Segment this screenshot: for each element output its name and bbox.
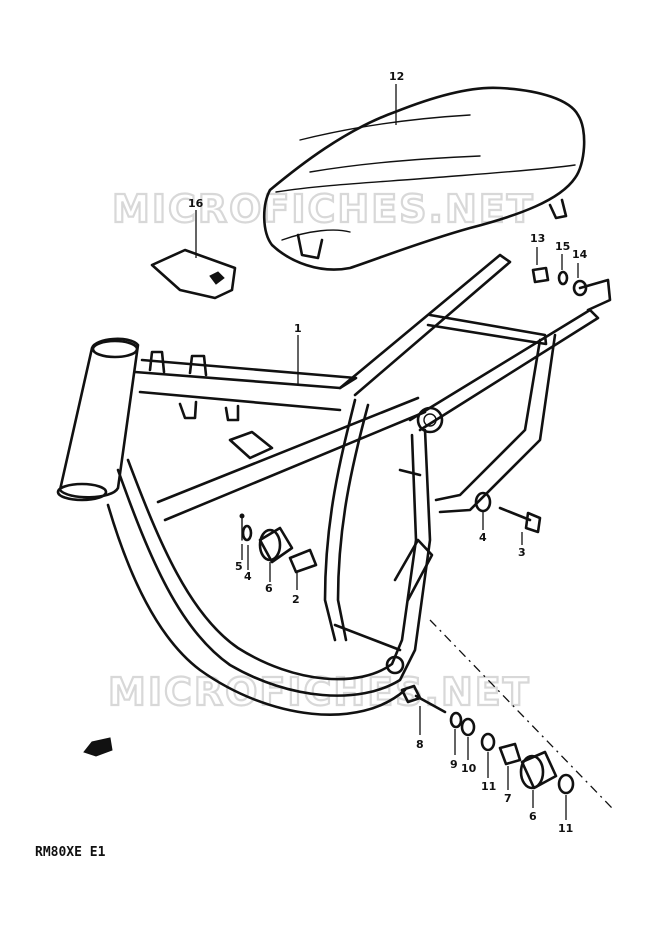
callout-3: 3 <box>518 546 526 559</box>
callout-12: 12 <box>389 70 404 83</box>
callout-15: 15 <box>555 240 570 253</box>
callout-6-bottom: 6 <box>529 810 537 823</box>
callout-11-left: 11 <box>481 780 496 793</box>
callout-2: 2 <box>292 593 300 606</box>
watermark-bottom: MICROFICHES.NET <box>108 670 531 714</box>
callouts: 12 16 1 13 15 14 4 3 5 4 6 2 8 9 10 11 7… <box>188 70 588 835</box>
hardware <box>239 266 588 795</box>
callout-8: 8 <box>416 738 424 751</box>
callout-4-right: 4 <box>479 531 487 544</box>
callout-9: 9 <box>450 758 458 771</box>
callout-13: 13 <box>530 232 545 245</box>
frame <box>56 253 612 716</box>
callout-6-left: 6 <box>265 582 273 595</box>
leader-lines <box>195 84 579 820</box>
callout-7: 7 <box>504 792 512 805</box>
front-arrow-icon <box>83 737 113 757</box>
callout-14: 14 <box>572 248 588 261</box>
seat-pad <box>150 248 237 300</box>
callout-10: 10 <box>461 762 477 775</box>
callout-5: 5 <box>235 560 243 573</box>
watermark-top: MICROFICHES.NET <box>112 187 535 231</box>
callout-16: 16 <box>188 197 204 210</box>
callout-11-right: 11 <box>558 822 573 835</box>
assembly-leader <box>429 619 613 809</box>
seat <box>262 86 586 271</box>
callout-4-left: 4 <box>244 570 252 583</box>
model-code: RM80XE E1 <box>35 845 106 860</box>
callout-1: 1 <box>294 322 302 335</box>
